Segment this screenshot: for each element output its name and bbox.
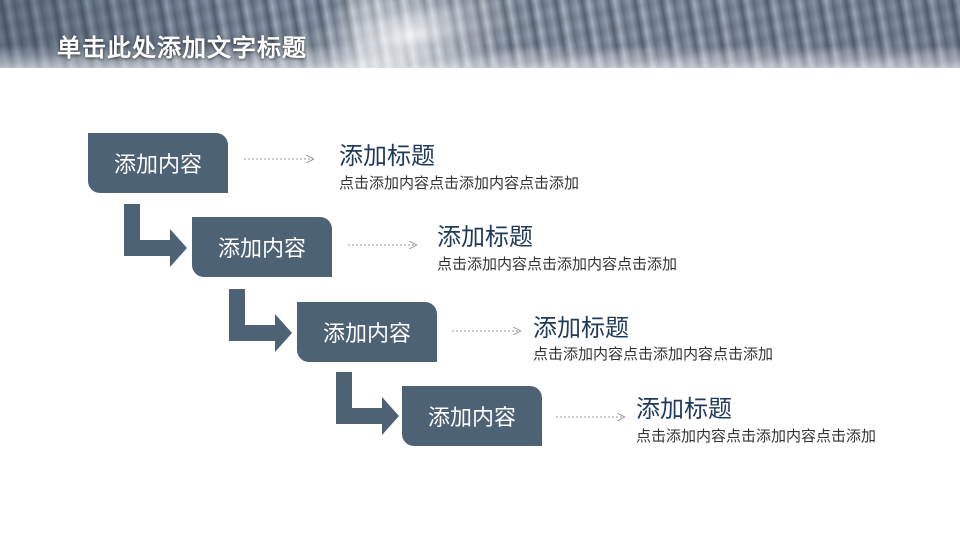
step-3-heading[interactable]: 添加标题 xyxy=(533,314,629,342)
step-2-description[interactable]: 点击添加内容点击添加内容点击添加 xyxy=(437,255,678,273)
step-2-box[interactable]: 添加内容 xyxy=(192,217,332,277)
step-1-description[interactable]: 点击添加内容点击添加内容点击添加 xyxy=(339,174,580,192)
step-4-description[interactable]: 点击添加内容点击添加内容点击添加 xyxy=(636,427,877,445)
page-title[interactable]: 单击此处添加文字标题 xyxy=(57,34,307,62)
step-1-heading[interactable]: 添加标题 xyxy=(339,142,435,170)
step-box-label: 添加内容 xyxy=(113,153,202,178)
step-box-label: 添加内容 xyxy=(322,322,411,347)
step-2-heading[interactable]: 添加标题 xyxy=(437,223,533,251)
elbow-arrow-icon xyxy=(336,372,399,435)
step-3-box[interactable]: 添加内容 xyxy=(297,302,437,362)
step-1-box[interactable]: 添加内容 xyxy=(88,133,228,193)
step-3-description[interactable]: 点击添加内容点击添加内容点击添加 xyxy=(533,345,774,363)
step-4-box[interactable]: 添加内容 xyxy=(402,386,542,446)
step-box-label: 添加内容 xyxy=(427,406,516,431)
header-banner-image xyxy=(0,0,960,68)
step-4-heading[interactable]: 添加标题 xyxy=(636,395,732,423)
light-flare xyxy=(290,0,530,68)
elbow-arrow-icon xyxy=(124,204,187,267)
step-box-label: 添加内容 xyxy=(217,237,306,262)
elbow-arrow-icon xyxy=(229,289,292,352)
